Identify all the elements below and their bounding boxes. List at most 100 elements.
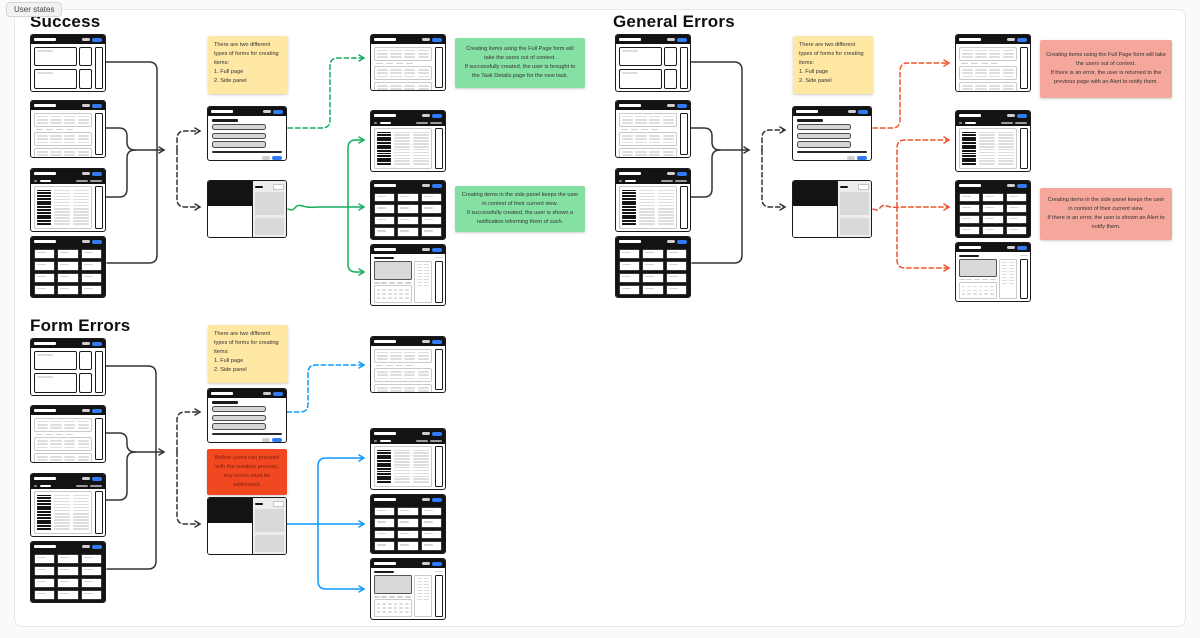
page-context-chip[interactable]: User states — [6, 2, 63, 17]
wf-shape — [64, 443, 76, 446]
wf-shape — [423, 284, 430, 286]
wireframe-general-result-board[interactable] — [955, 180, 1031, 238]
wireframe-formerr-source-details[interactable] — [30, 473, 106, 537]
btn-g — [82, 341, 90, 346]
wf-shape — [394, 475, 410, 478]
wireframe-formerr-result-table[interactable] — [370, 336, 446, 393]
wf-shape — [961, 88, 1014, 91]
note-sidepanel-success[interactable]: Creating items in the side panel keeps t… — [455, 186, 585, 232]
wireframe-success-result-table[interactable] — [370, 34, 446, 91]
wf-shape — [212, 433, 282, 436]
wf-shape — [619, 128, 678, 131]
wireframe-general-result-task-page[interactable] — [955, 242, 1031, 302]
wf-shape — [417, 49, 429, 52]
wf-shape — [60, 568, 70, 570]
wf-shape — [54, 198, 70, 201]
btn-b — [858, 109, 868, 114]
wf-shape — [212, 405, 266, 413]
wf-shape — [373, 348, 432, 363]
wf-shape — [650, 128, 658, 131]
wf-shape — [394, 461, 410, 463]
wf-shape — [979, 134, 995, 136]
wireframe-general-full-page-form[interactable] — [792, 106, 872, 161]
wireframe-success-full-page-form[interactable] — [207, 106, 287, 161]
wireframe-formerr-result-details[interactable] — [370, 428, 446, 490]
wireframe-formerr-source-board[interactable] — [30, 541, 106, 603]
wf-shape — [975, 72, 987, 75]
wf-shape — [376, 607, 409, 609]
wf-shape — [961, 293, 966, 295]
wf-shape — [1002, 49, 1014, 52]
wf-shape — [975, 88, 987, 91]
wireframe-general-source-table[interactable] — [615, 100, 691, 158]
wf-shape — [36, 118, 48, 121]
wireframe-success-side-panel[interactable] — [207, 180, 287, 238]
wf-shape — [423, 218, 433, 220]
wf-shape — [961, 228, 971, 230]
note-form-errors-alert[interactable]: Before users can proceed with the creati… — [207, 449, 287, 495]
flogo — [34, 240, 56, 243]
wireframe-general-source-details[interactable] — [615, 168, 691, 232]
wireframe-general-result-table[interactable] — [955, 34, 1031, 92]
wireframe-success-result-board[interactable] — [370, 180, 446, 240]
wf-shape — [37, 217, 51, 220]
wf-shape — [958, 225, 981, 235]
wf-shape — [376, 52, 388, 55]
wireframe-success-result-details[interactable] — [370, 110, 446, 172]
wf-shape — [77, 134, 89, 137]
wf-shape — [404, 354, 416, 357]
btn-b — [92, 37, 102, 42]
wf-shape — [374, 364, 433, 367]
wireframe-success-source-details[interactable] — [30, 168, 106, 232]
wf-shape — [376, 56, 429, 58]
wf-shape — [36, 118, 89, 121]
wf-shape — [394, 140, 410, 142]
wireframe-general-source-dashboard[interactable] — [615, 34, 691, 92]
wf-shape — [423, 532, 433, 534]
wf-shape — [73, 220, 89, 222]
wf-shape — [797, 123, 851, 131]
note-forms-success[interactable]: There are two different types of forms f… — [208, 36, 288, 94]
wf-shape — [36, 446, 89, 449]
wf-shape — [33, 453, 92, 462]
wireframe-formerr-full-page-form[interactable] — [207, 388, 287, 443]
wf-shape — [622, 192, 636, 195]
wf-shape — [33, 491, 92, 534]
wireframe-success-source-dashboard[interactable] — [30, 34, 106, 92]
wf-shape — [621, 115, 633, 118]
wf-shape — [982, 225, 1004, 235]
wf-shape — [645, 251, 655, 253]
wf-shape — [961, 56, 1014, 58]
wf-shape — [54, 192, 70, 195]
wireframe-general-result-details[interactable] — [955, 110, 1031, 172]
wf-shape — [413, 145, 429, 148]
note-sidepanel-error[interactable]: Creating items in the side panel keeps t… — [1040, 188, 1172, 240]
wireframe-formerr-side-panel[interactable] — [207, 497, 287, 555]
wf-shape — [50, 118, 62, 121]
fhead — [371, 559, 445, 568]
note-forms-form-errors[interactable]: There are two different types of forms f… — [208, 325, 288, 383]
wireframe-general-source-board[interactable] — [615, 236, 691, 298]
wireframe-formerr-source-dashboard[interactable] — [30, 338, 106, 396]
btn-b — [677, 171, 687, 176]
wf-shape — [959, 121, 962, 124]
note-fullpage-error[interactable]: Creating items using the Full Page form … — [1040, 40, 1172, 98]
wf-shape — [208, 181, 286, 237]
wf-shape — [33, 248, 56, 259]
wireframe-success-source-table[interactable] — [30, 100, 106, 158]
wireframe-success-result-task-page[interactable] — [370, 244, 446, 306]
wireframe-formerr-result-board[interactable] — [370, 494, 446, 554]
wf-shape — [417, 272, 430, 275]
note-fullpage-success[interactable]: Creating items using the Full Page form … — [455, 38, 585, 88]
wf-shape — [417, 589, 430, 592]
wf-shape — [662, 141, 674, 144]
wireframe-success-source-board[interactable] — [30, 236, 106, 298]
wf-shape — [413, 160, 429, 162]
wireframe-formerr-result-task-page[interactable] — [370, 558, 446, 620]
wireframe-general-side-panel[interactable] — [792, 180, 872, 238]
wf-shape — [394, 145, 410, 148]
note-forms-general-errors[interactable]: There are two different types of forms f… — [793, 36, 873, 94]
wf-shape — [675, 179, 687, 182]
wf-shape — [50, 446, 62, 449]
wireframe-formerr-source-table[interactable] — [30, 405, 106, 463]
